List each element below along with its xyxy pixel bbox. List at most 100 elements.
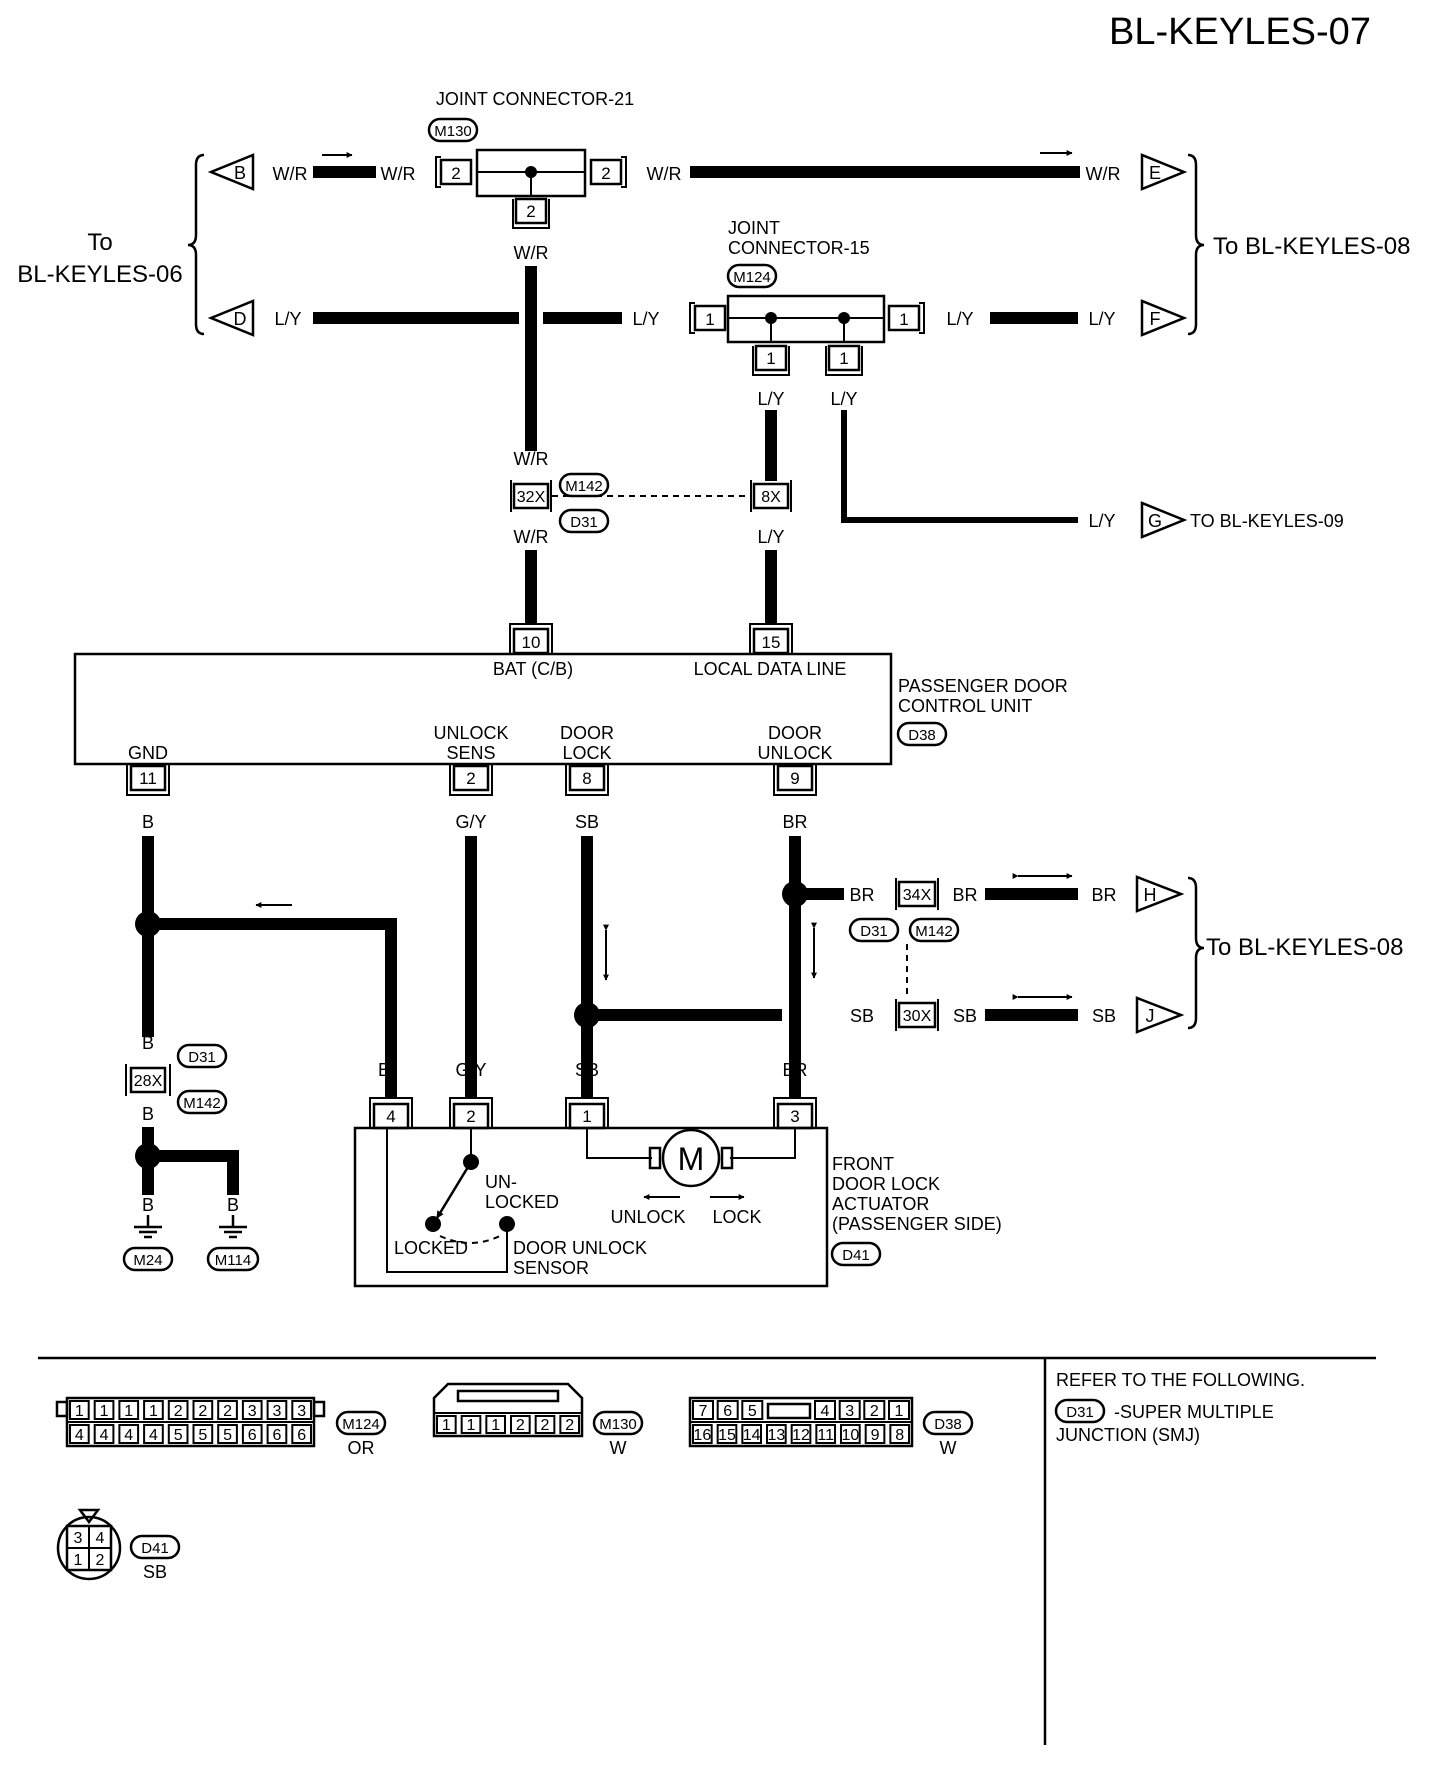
ground-m24-badge: M24 — [122, 1246, 174, 1272]
cavity-number: 6 — [723, 1403, 732, 1420]
jc15-bottom-pin-b: 1 — [825, 344, 863, 376]
svg-text:2: 2 — [451, 164, 460, 183]
connector-cavity — [436, 1415, 457, 1434]
svg-text:M: M — [678, 1141, 705, 1177]
unit-label-gnd: GND — [128, 743, 168, 763]
connector-cavity — [692, 1424, 713, 1444]
svg-text:D38: D38 — [934, 1416, 962, 1433]
cavity-number: 6 — [297, 1427, 306, 1444]
cavity-number: 1 — [467, 1417, 476, 1434]
svg-text:H: H — [1144, 885, 1157, 905]
unit-label-unlock-sens-2: SENS — [446, 743, 495, 763]
svg-text:3: 3 — [74, 1530, 83, 1547]
wire-color-ly: L/Y — [757, 527, 784, 547]
cavity-number: 2 — [541, 1417, 550, 1434]
cavity-number: 1 — [75, 1403, 84, 1420]
connector-cavity — [118, 1400, 140, 1420]
right-ref-bottom: To BL-KEYLES-08 — [1206, 934, 1403, 961]
wire-color-ly: L/Y — [1088, 309, 1115, 329]
unit-name-line2: CONTROL UNIT — [898, 696, 1032, 716]
cavity-number: 2 — [516, 1417, 525, 1434]
connector-cavity — [167, 1424, 189, 1444]
svg-text:4: 4 — [96, 1530, 105, 1547]
unit-pin-ldl: 15 — [749, 623, 793, 655]
cavity-number: 16 — [693, 1427, 711, 1444]
m130-id-badge: M130 — [592, 1410, 644, 1436]
unit-label-door-unlock-2: UNLOCK — [757, 743, 832, 763]
wire-color-sb: SB — [575, 812, 599, 832]
svg-text:3: 3 — [790, 1107, 799, 1126]
jc15-right-pin: 1 — [887, 302, 925, 334]
svg-text:11: 11 — [139, 769, 157, 788]
smj-8x: 8X — [750, 480, 792, 512]
unit-label-door-lock-2: LOCK — [562, 743, 611, 763]
cavity-number: 1 — [149, 1403, 158, 1420]
cavity-number: 3 — [845, 1403, 854, 1420]
cavity-number: 8 — [895, 1427, 904, 1444]
cavity-number: 2 — [870, 1403, 879, 1420]
svg-text:M24: M24 — [133, 1252, 162, 1269]
page-code: BL-KEYLES-07 — [1109, 11, 1371, 53]
unit-pin-gnd: 11 — [126, 764, 170, 796]
actuator-sensor-2: SENSOR — [513, 1258, 589, 1278]
connector-cavity — [840, 1424, 861, 1444]
m124-id-badge: M124 — [335, 1410, 387, 1436]
connector-cavity — [790, 1424, 812, 1444]
wire-color-sb: SB — [953, 1006, 977, 1026]
cavity-number: 4 — [149, 1427, 158, 1444]
unit-label-ldl: LOCAL DATA LINE — [694, 659, 847, 679]
svg-text:4: 4 — [386, 1107, 395, 1126]
terminal-h: H — [1135, 875, 1185, 913]
jc15-title-line2: CONNECTOR-15 — [728, 238, 870, 258]
svg-text:M142: M142 — [183, 1095, 221, 1112]
left-bracket — [187, 153, 205, 336]
actuator-pin-2: 2 — [449, 1097, 493, 1130]
wire-color-ly: L/Y — [946, 309, 973, 329]
cavity-number: 3 — [297, 1403, 306, 1420]
wire-b-ground-branch — [148, 1150, 239, 1195]
svg-text:D: D — [234, 309, 247, 329]
svg-text:D38: D38 — [908, 727, 936, 744]
terminal-e: E — [1140, 153, 1188, 191]
connector-cavity — [192, 1400, 214, 1420]
wire-color-br: BR — [782, 812, 807, 832]
cavity-number: 11 — [817, 1427, 834, 1444]
svg-text:D31: D31 — [860, 923, 888, 940]
smj-m142-badge: M142 — [176, 1089, 228, 1115]
svg-text:E: E — [1149, 163, 1161, 183]
connector-cavity — [291, 1400, 312, 1420]
cavity-number: 5 — [748, 1403, 757, 1420]
svg-text:1: 1 — [766, 349, 775, 368]
cavity-number: 1 — [100, 1403, 109, 1420]
jc15-bottom-pin-a: 1 — [752, 344, 790, 376]
cavity-number: 3 — [248, 1403, 257, 1420]
actuator-locked: LOCKED — [394, 1238, 468, 1258]
unit-id-badge: D38 — [896, 721, 948, 747]
wire-color-br: BR — [849, 885, 874, 905]
svg-text:M124: M124 — [733, 269, 771, 286]
connector-cavity — [716, 1424, 738, 1444]
terminal-g: G — [1140, 501, 1188, 539]
cavity-number: 1 — [895, 1403, 904, 1420]
connector-cavity — [167, 1400, 189, 1420]
legend-id-badge: D31 — [1054, 1398, 1106, 1424]
wire-color-wr: W/R — [381, 164, 416, 184]
terminal-b: B — [207, 153, 255, 191]
wire-color-b: B — [142, 1104, 154, 1124]
wire-color-wr: W/R — [514, 243, 549, 263]
wire-color-wr: W/R — [514, 527, 549, 547]
connector-cavity — [143, 1424, 164, 1444]
smj-28x: 28X — [125, 1064, 171, 1096]
connector-cavity — [814, 1400, 836, 1420]
unit-label-door-lock-1: DOOR — [560, 723, 614, 743]
svg-text:D41: D41 — [141, 1540, 169, 1557]
m124-color: OR — [348, 1438, 375, 1458]
switch-arm — [435, 1161, 473, 1219]
wire-color-gy: G/Y — [455, 812, 486, 832]
connector-cavity — [766, 1424, 787, 1444]
cavity-number: 1 — [442, 1417, 451, 1434]
wire-color-ly: L/Y — [274, 309, 301, 329]
svg-text:M142: M142 — [565, 478, 603, 495]
cavity-number: 12 — [792, 1427, 810, 1444]
